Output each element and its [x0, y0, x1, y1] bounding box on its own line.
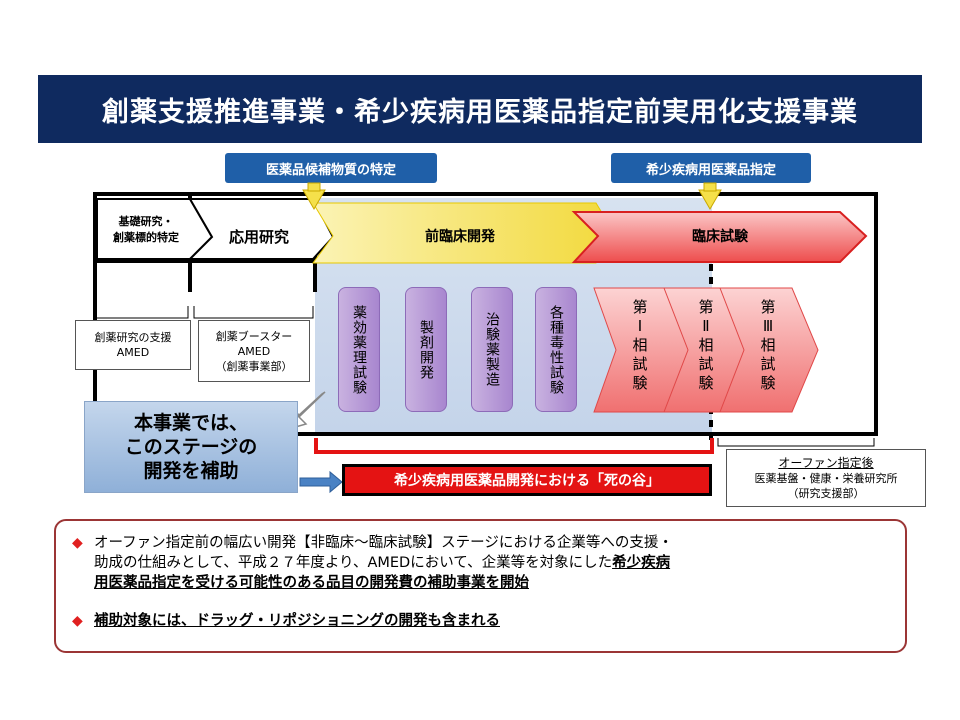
tag-candidate-identification: 医薬品候補物質の特定: [225, 153, 437, 183]
pill-toxicity: 各種毒性試験: [535, 287, 577, 412]
booster-line1: 創薬ブースター: [215, 329, 293, 343]
pill-investigational-drug: 治験薬製造: [471, 287, 513, 412]
phase3-label: 第 Ⅲ 相 試 験: [760, 298, 776, 392]
booster-box: 創薬ブースター AMED （創薬事業部）: [198, 320, 310, 382]
stage-basic-line2: 創薬標的特定: [113, 231, 179, 244]
after-orphan-line3: （研究支援部）: [787, 486, 865, 500]
hojo-line2: このステージの: [124, 436, 258, 458]
discovery-support-line2: AMED: [116, 346, 150, 359]
development-frame: [93, 192, 878, 436]
bullet-1-text: オーファン指定前の幅広い開発【非臨床～臨床試験】ステージにおける企業等への支援・…: [94, 533, 673, 593]
summary-box: ◆ オーファン指定前の幅広い開発【非臨床～臨床試験】ステージにおける企業等への支…: [54, 519, 907, 653]
pill-pharmacology-label: 薬効薬理試験: [351, 304, 367, 395]
bullet-2-text: 補助対象には、ドラッグ・リポジショニングの開発も含まれる: [94, 613, 500, 629]
frame-divider: [93, 259, 315, 263]
pill-formulation-label: 製剤開発: [418, 319, 434, 380]
stage-basic-line1: 基礎研究・: [118, 215, 174, 228]
stage-basic-label: 基礎研究・ 創薬標的特定: [100, 214, 192, 246]
booster-line2: AMED: [237, 344, 271, 358]
pill-pharmacology: 薬効薬理試験: [338, 287, 380, 412]
diamond-bullet-icon: ◆: [72, 613, 83, 629]
after-orphan-line1: オーファン指定後: [778, 455, 874, 470]
divider-applied-preclinical: [313, 192, 317, 292]
hojo-to-valley-arrow: [299, 470, 343, 494]
bullet-1-line2-plain: 助成の仕組みとして、平成２７年度より、AMEDにおいて、企業等を対象にした: [94, 555, 613, 571]
discovery-support-box: 創薬研究の支援 AMED: [75, 320, 191, 370]
booster-line3: （創薬事業部）: [215, 359, 293, 373]
bracket-after-orphan: [717, 438, 875, 447]
hojo-line1: 本事業では、: [133, 412, 248, 434]
stage-clinical-label: 臨床試験: [692, 229, 748, 245]
valley-of-death-label: 希少疾病用医薬品開発における「死の谷」: [342, 464, 712, 496]
bullet-1-line3: 用医薬品指定を受ける可能性のある品目の開発費の補助事業を開始: [94, 575, 529, 591]
pill-formulation: 製剤開発: [405, 287, 447, 412]
phase1-label: 第 Ⅰ 相 試 験: [632, 298, 648, 392]
bullet-1: ◆ オーファン指定前の幅広い開発【非臨床～臨床試験】ステージにおける企業等への支…: [72, 533, 892, 593]
diamond-bullet-icon: ◆: [72, 535, 83, 551]
discovery-support-line1: 創薬研究の支援: [94, 331, 172, 344]
pill-investigational-drug-label: 治験薬製造: [484, 312, 500, 387]
stage-applied-label: 応用研究: [228, 227, 289, 246]
after-orphan-box: オーファン指定後 医薬基盤・健康・栄養研究所 （研究支援部）: [726, 449, 926, 507]
stage-preclinical-label: 前臨床開発: [425, 229, 495, 245]
phase2-label: 第 Ⅱ 相 試 験: [698, 298, 714, 392]
bracket-supported-stage: [314, 438, 714, 454]
page-title: 創薬支援推進事業・希少疾病用医薬品指定前実用化支援事業: [38, 75, 922, 143]
tag-orphan-designation: 希少疾病用医薬品指定: [611, 153, 811, 183]
hojo-line3: 開発を補助: [143, 460, 239, 482]
bullet-1-line2-bold: 希少疾病: [612, 555, 671, 571]
subsidy-stage-box: 本事業では、 このステージの 開発を補助: [84, 401, 298, 493]
bullet-1-line2: 助成の仕組みとして、平成２７年度より、AMEDにおいて、企業等を対象にした希少疾…: [94, 553, 673, 573]
bullet-1-line1: オーファン指定前の幅広い開発【非臨床～臨床試験】ステージにおける企業等への支援・: [94, 535, 673, 551]
pill-toxicity-label: 各種毒性試験: [548, 304, 564, 395]
bullet-2: ◆ 補助対象には、ドラッグ・リポジショニングの開発も含まれる: [72, 611, 892, 631]
after-orphan-line2: 医薬基盤・健康・栄養研究所: [754, 471, 898, 485]
